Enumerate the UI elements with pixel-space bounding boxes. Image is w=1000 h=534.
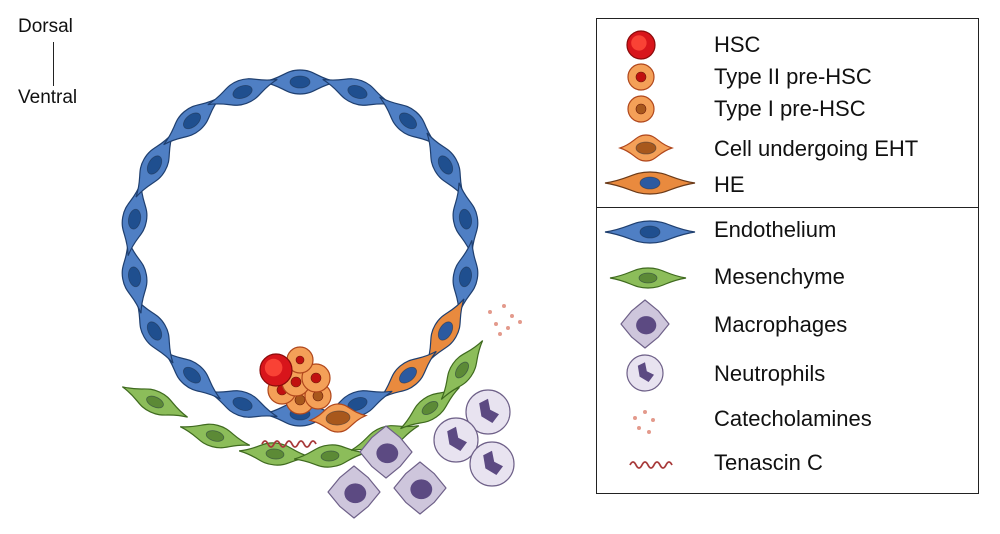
legend-tenascin-icon (629, 461, 673, 469)
legend-neutrophil-icon (626, 354, 664, 392)
legend-label-macrophages: Macrophages (714, 312, 848, 337)
legend-he-icon (604, 171, 696, 195)
endothelial-cell (426, 132, 465, 198)
legend-type2-icon (627, 63, 655, 91)
legend-label-he: HE (714, 172, 745, 197)
endothelial-cell (121, 182, 148, 256)
endothelial-cell (322, 78, 393, 106)
legend-divider (596, 207, 979, 208)
orientation-ventral-label: Ventral (18, 87, 78, 108)
legend-label-hsc: HSC (714, 32, 761, 57)
mesenchymal-cell (293, 444, 367, 468)
tenascin-fiber (261, 440, 317, 448)
neutrophil (433, 417, 479, 463)
endothelial-cell (163, 350, 221, 400)
mesenchymal-cell (400, 386, 460, 430)
legend-label-endothelium: Endothelium (714, 217, 837, 242)
type2-pre-hsc (301, 363, 331, 393)
orientation-dorsal-label: Dorsal (18, 16, 73, 37)
endothelial-cell (262, 69, 338, 95)
hsc (259, 353, 293, 387)
legend-label-catecholamines: Catecholamines (714, 406, 872, 431)
catecholamine-dots (488, 304, 522, 336)
orientation-axis-line (53, 42, 54, 86)
endothelial-cell (121, 240, 148, 314)
legend-label-type1: Type I pre-HSC (714, 96, 866, 121)
legend-box (596, 18, 979, 494)
macrophage (327, 465, 381, 519)
legend-eht-icon (618, 134, 674, 162)
legend-icons (604, 30, 696, 469)
legend-label-eht: Cell undergoing EHT (714, 136, 919, 161)
legend-macrophage-icon (620, 299, 670, 349)
legend-hsc-icon (626, 30, 656, 60)
legend-endothelium-icon (604, 220, 696, 244)
legend-label-neutrophils: Neutrophils (714, 361, 826, 386)
legend-type1-icon (627, 95, 655, 123)
endothelial-cell (135, 132, 174, 198)
endothelial-cell (207, 78, 278, 106)
macrophage (359, 425, 413, 479)
legend-label-mesenchyme: Mesenchyme (714, 264, 845, 289)
immune-cells (327, 389, 515, 519)
hematopoietic-cluster (259, 346, 368, 433)
type2-pre-hsc (286, 346, 314, 374)
macrophage (393, 461, 447, 515)
he-cell (426, 298, 465, 364)
legend-catecholamine-icon (633, 410, 655, 434)
endothelial-cell (379, 96, 437, 146)
mesenchymal-cell (122, 386, 188, 418)
mesenchymal-cell (179, 423, 251, 449)
mesenchymal-cell (440, 340, 484, 400)
mesenchymal-cell (238, 442, 312, 466)
legend-mesenchyme-icon (609, 267, 687, 289)
endothelial-cell (452, 182, 479, 256)
neutrophil (469, 441, 515, 487)
neutrophil (465, 389, 511, 435)
eht-cell (308, 403, 368, 433)
endothelial-wall (121, 69, 479, 427)
endothelial-cell (452, 240, 479, 314)
legend-label-tenascin: Tenascin C (714, 450, 823, 475)
legend-label-type2: Type II pre-HSC (714, 64, 872, 89)
